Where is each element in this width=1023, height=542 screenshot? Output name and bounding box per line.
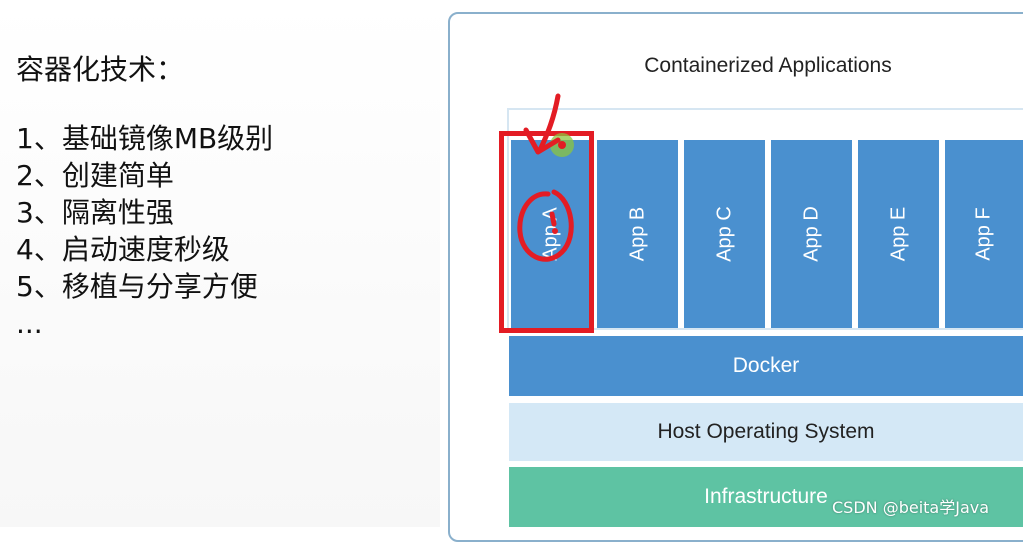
apps-tray [507, 108, 1023, 330]
docker-layer: Docker [509, 336, 1023, 396]
app-block-f: App F [945, 140, 1023, 328]
app-label: App C [713, 206, 735, 262]
feature-item-4: 4、启动速度秒级 [16, 233, 230, 266]
watermark: CSDN @beita学Java [832, 498, 990, 517]
app-label: App F [972, 207, 995, 261]
app-block-c: App C [684, 140, 765, 328]
feature-item-5: 5、移植与分享方便 [16, 270, 258, 303]
infrastructure-layer: Infrastructure [509, 467, 1023, 527]
feature-item-2: 2、创建简单 [16, 159, 174, 192]
feature-item-1: 1、基础镜像MB级别 [16, 122, 274, 155]
slide-text-panel: 容器化技术： 1、基础镜像MB级别 2、创建简单 3、隔离性强 4、启动速度秒级… [0, 0, 440, 527]
diagram-title: Containerized Applications [644, 54, 892, 77]
red-annotation-marks-icon [517, 93, 574, 262]
app-label: App B [626, 206, 648, 262]
app-block-b: App B [597, 140, 678, 328]
feature-item-ellipsis: ... [16, 307, 43, 340]
app-label: App E [887, 206, 909, 262]
infrastructure-label: Infrastructure [704, 485, 828, 508]
host-os-label: Host Operating System [657, 420, 875, 443]
app-label: App D [800, 206, 822, 262]
feature-item-3: 3、隔离性强 [16, 196, 174, 229]
docker-label: Docker [732, 354, 800, 377]
app-block-d: App D [771, 140, 852, 328]
app-block-e: App E [858, 140, 939, 328]
feature-list: 1、基础镜像MB级别 2、创建简单 3、隔离性强 4、启动速度秒级 5、移植与分… [16, 120, 273, 342]
slide-heading: 容器化技术： [16, 53, 185, 86]
app-block-a: App A [511, 140, 591, 328]
host-os-layer: Host Operating System [509, 403, 1023, 461]
